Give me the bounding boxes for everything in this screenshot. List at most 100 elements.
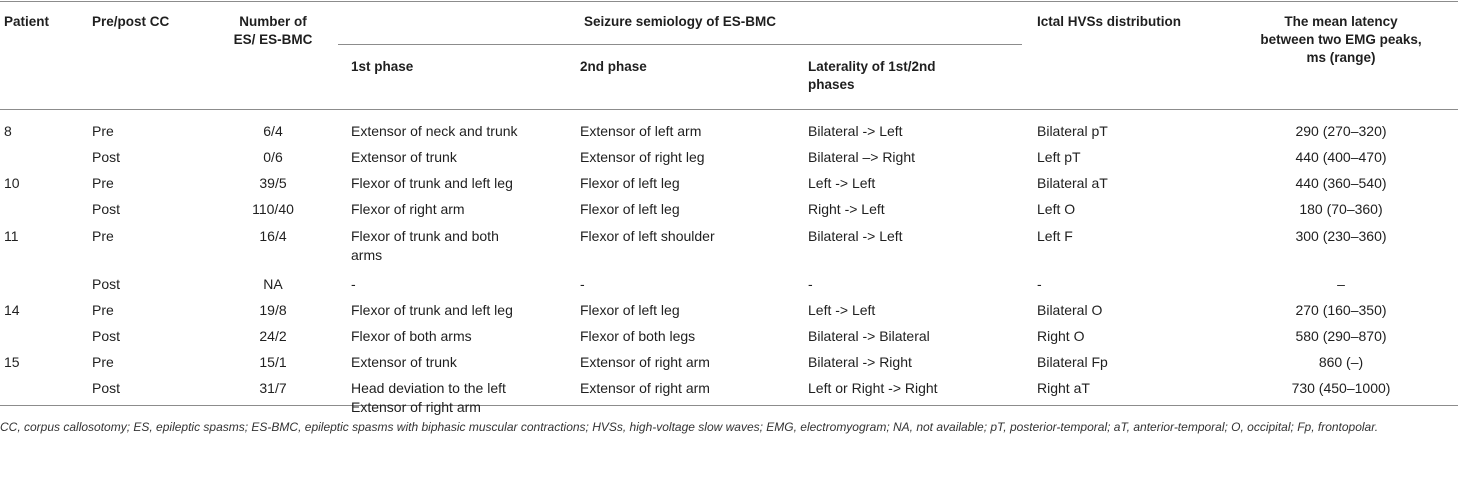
cell-hvss: Right aT <box>1037 380 1090 396</box>
cell-laterality: Left -> Left <box>808 302 876 318</box>
header-latency-line3: ms (range) <box>1306 50 1376 65</box>
cell-number: NA <box>263 276 283 292</box>
cell-phase1: Extensor of neck and trunk <box>351 123 518 139</box>
cell-hvss: Left O <box>1037 201 1076 217</box>
cell-number: 110/40 <box>252 201 294 217</box>
cell-prepost: Post <box>92 380 121 396</box>
cell-laterality: Left -> Left <box>808 175 876 191</box>
top-rule <box>0 1 1458 2</box>
cell-prepost: Pre <box>92 123 114 139</box>
cell-hvss: Bilateral Fp <box>1037 354 1108 370</box>
cell-latency: 440 (400–470) <box>1295 149 1387 165</box>
cell-phase2: Flexor of left leg <box>580 175 680 191</box>
cell-number: 0/6 <box>263 149 283 165</box>
cell-patient: 11 <box>4 228 19 244</box>
cell-latency: 180 (70–360) <box>1299 201 1383 217</box>
cell-phase1-line2: arms <box>351 247 383 263</box>
cell-phase2: - <box>580 276 585 292</box>
cell-latency: 440 (360–540) <box>1295 175 1387 191</box>
cell-phase1: Extensor of trunk <box>351 354 457 370</box>
cell-phase1: Flexor of trunk and left leg <box>351 175 513 191</box>
cell-hvss: Bilateral aT <box>1037 175 1108 191</box>
semiology-rule <box>338 44 1022 45</box>
cell-patient: 15 <box>4 354 20 370</box>
cell-phase2: Extensor of left arm <box>580 123 702 139</box>
cell-patient: 10 <box>4 175 20 191</box>
cell-latency: 730 (450–1000) <box>1291 380 1391 396</box>
header-prepost: Pre/post CC <box>92 14 170 29</box>
table-bottom-rule <box>0 405 1458 406</box>
cell-prepost: Pre <box>92 175 114 191</box>
cell-phase1: Flexor of right arm <box>351 201 465 217</box>
cell-phase2: Flexor of left leg <box>580 302 680 318</box>
cell-hvss: Left pT <box>1037 149 1081 165</box>
cell-laterality: Right -> Left <box>808 201 885 217</box>
cell-hvss: - <box>1037 276 1042 292</box>
header-patient: Patient <box>4 14 50 29</box>
cell-latency: 270 (160–350) <box>1295 302 1387 318</box>
cell-prepost: Post <box>92 149 121 165</box>
cell-phase1-line1: Head deviation to the left <box>351 380 506 396</box>
header-latency-line1: The mean latency <box>1284 14 1398 29</box>
cell-laterality: Bilateral –> Right <box>808 149 916 165</box>
cell-prepost: Pre <box>92 228 114 244</box>
cell-phase1-line2: Extensor of right arm <box>351 399 481 415</box>
cell-hvss: Left F <box>1037 228 1073 244</box>
cell-laterality: Bilateral -> Left <box>808 228 903 244</box>
cell-prepost: Post <box>92 276 121 292</box>
cell-phase2: Flexor of left leg <box>580 201 680 217</box>
header-laterality-line2: phases <box>808 77 855 92</box>
cell-phase2: Flexor of left shoulder <box>580 228 715 244</box>
header-number-line1: Number of <box>239 14 307 29</box>
cell-prepost: Post <box>92 328 121 344</box>
cell-phase2: Extensor of right arm <box>580 380 710 396</box>
cell-prepost: Pre <box>92 302 114 318</box>
cell-prepost: Post <box>92 201 121 217</box>
cell-patient: 8 <box>4 123 12 139</box>
header-hvss: Ictal HVSs distribution <box>1037 14 1182 29</box>
header-latency-line2: between two EMG peaks, <box>1260 32 1422 47</box>
cell-prepost: Pre <box>92 354 114 370</box>
header-latency: The mean latency between two EMG peaks, … <box>1226 13 1456 67</box>
cell-phase1-line1: Flexor of trunk and both <box>351 228 499 244</box>
header-2nd-phase: 2nd phase <box>580 59 647 74</box>
header-number-line2: ES/ ES-BMC <box>233 32 313 47</box>
header-1st-phase: 1st phase <box>351 59 414 74</box>
cell-laterality: Left or Right -> Right <box>808 380 938 396</box>
header-semiology: Seizure semiology of ES-BMC <box>583 14 777 29</box>
cell-phase2: Extensor of right leg <box>580 149 705 165</box>
cell-phase1: Extensor of trunk <box>351 149 457 165</box>
header-laterality-line1: Laterality of 1st/2nd <box>808 59 936 74</box>
cell-patient: 14 <box>4 302 20 318</box>
cell-hvss: Bilateral O <box>1037 302 1103 318</box>
header-bottom-rule <box>0 109 1458 110</box>
cell-latency: 580 (290–870) <box>1295 328 1387 344</box>
cell-phase1: Flexor of trunk and both arms <box>351 227 499 265</box>
cell-latency: – <box>1337 276 1345 292</box>
cell-number: 24/2 <box>259 328 287 344</box>
cell-laterality: Bilateral -> Bilateral <box>808 328 930 344</box>
cell-phase1: - <box>351 276 356 292</box>
header-number: Number of ES/ ES-BMC <box>218 13 328 49</box>
cell-number: 15/1 <box>259 354 287 370</box>
cell-hvss: Right O <box>1037 328 1085 344</box>
header-laterality: Laterality of 1st/2nd phases <box>808 58 936 94</box>
cell-phase1: Flexor of both arms <box>351 328 472 344</box>
table-footnote: CC, corpus callosotomy; ES, epileptic sp… <box>0 420 1379 434</box>
cell-number: 6/4 <box>263 123 283 139</box>
cell-number: 19/8 <box>259 302 287 318</box>
cell-latency: 290 (270–320) <box>1295 123 1387 139</box>
cell-latency: 300 (230–360) <box>1295 228 1387 244</box>
cell-number: 39/5 <box>259 175 287 191</box>
cell-phase1: Head deviation to the left Extensor of r… <box>351 379 506 417</box>
cell-hvss: Bilateral pT <box>1037 123 1108 139</box>
cell-laterality: Bilateral -> Left <box>808 123 903 139</box>
cell-phase2: Extensor of right arm <box>580 354 710 370</box>
cell-number: 16/4 <box>259 228 287 244</box>
cell-phase2: Flexor of both legs <box>580 328 696 344</box>
cell-phase1: Flexor of trunk and left leg <box>351 302 513 318</box>
cell-laterality: - <box>808 276 813 292</box>
cell-latency: 860 (–) <box>1318 354 1364 370</box>
cell-laterality: Bilateral -> Right <box>808 354 912 370</box>
cell-number: 31/7 <box>259 380 287 396</box>
